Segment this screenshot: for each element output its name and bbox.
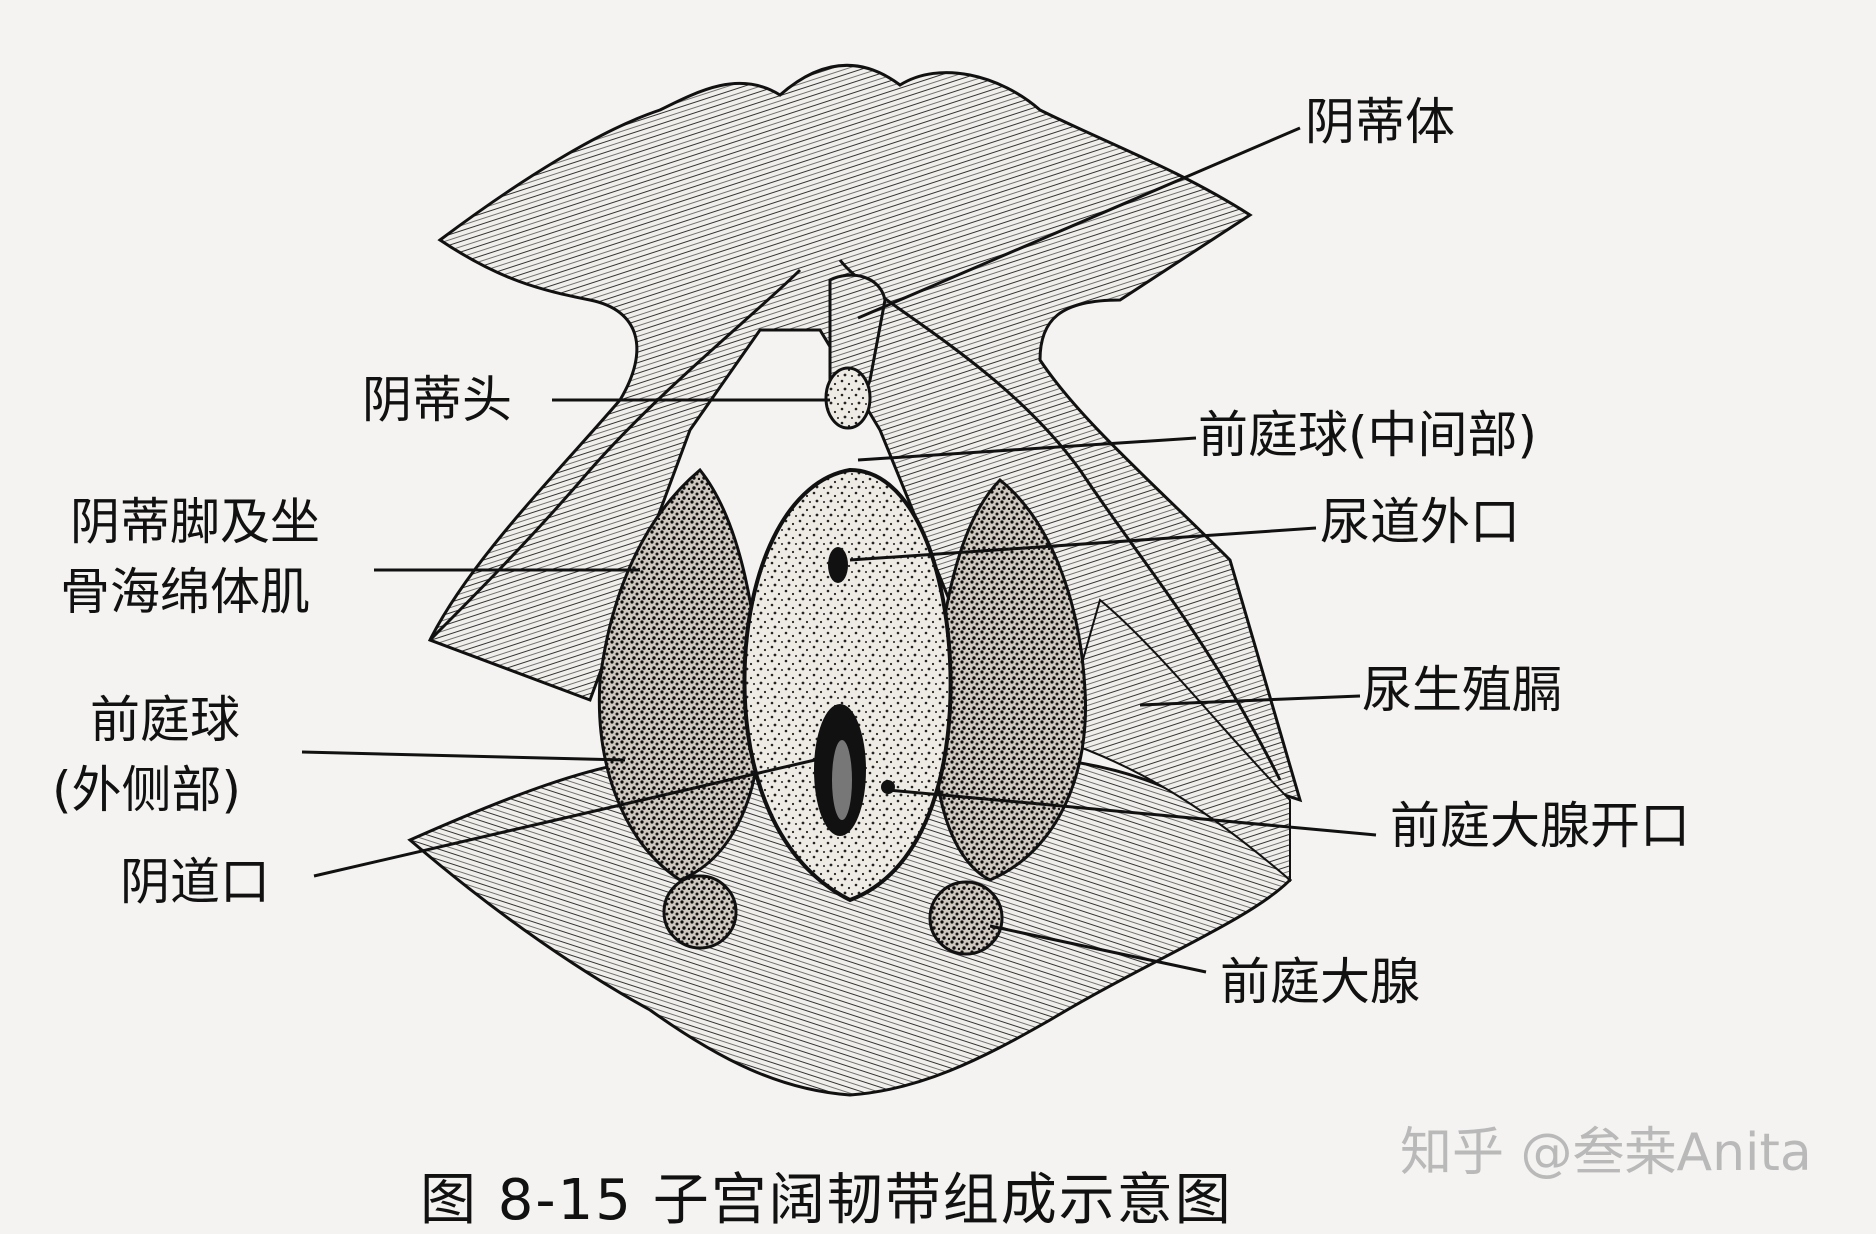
urethral-orifice	[828, 547, 848, 583]
upper-tissue	[427, 63, 1303, 803]
greater-vestibular-gland-right	[928, 880, 1004, 956]
label-glans-clitoris: 阴蒂头	[362, 371, 512, 429]
watermark: 知乎 @叁桒Anita	[1400, 1123, 1812, 1183]
leader-gland	[989, 924, 1207, 974]
label-gland-opening: 前庭大腺开口	[1390, 797, 1690, 855]
leader-urethral	[849, 526, 1317, 562]
label-urethral-orifice: 尿道外口	[1320, 493, 1520, 551]
leader-vaginal	[313, 758, 816, 878]
label-greater-vestibular-gland: 前庭大腺	[1220, 953, 1420, 1011]
leader-lines	[301, 126, 1377, 974]
leader-diaphragm	[1139, 694, 1361, 707]
label-urogenital-diaphragm: 尿生殖膈	[1362, 661, 1562, 719]
label-vestibular-bulb-middle: 前庭球(中间部)	[1198, 406, 1538, 464]
leader-bulb-lateral	[301, 750, 626, 762]
label-vestibular-bulb-lateral-line2: (外侧部)	[52, 761, 242, 819]
label-crus-line2: 骨海绵体肌	[60, 563, 310, 621]
glans-clitoris	[824, 366, 872, 430]
figure-caption: 图 8-15 子宫阔韧带组成示意图	[420, 1168, 1233, 1233]
label-crus-line1: 阴蒂脚及坐	[70, 493, 320, 551]
vaginal-orifice-inner	[832, 740, 852, 820]
leader-bulb-middle	[857, 436, 1197, 462]
label-clitoris-body: 阴蒂体	[1305, 93, 1455, 151]
leader-clitoris-body	[857, 126, 1301, 320]
label-vaginal-orifice: 阴道口	[120, 853, 270, 911]
leader-gland-opening	[887, 788, 1377, 837]
label-vestibular-bulb-lateral-line1: 前庭球	[90, 691, 240, 749]
greater-vestibular-gland-left	[662, 874, 738, 950]
